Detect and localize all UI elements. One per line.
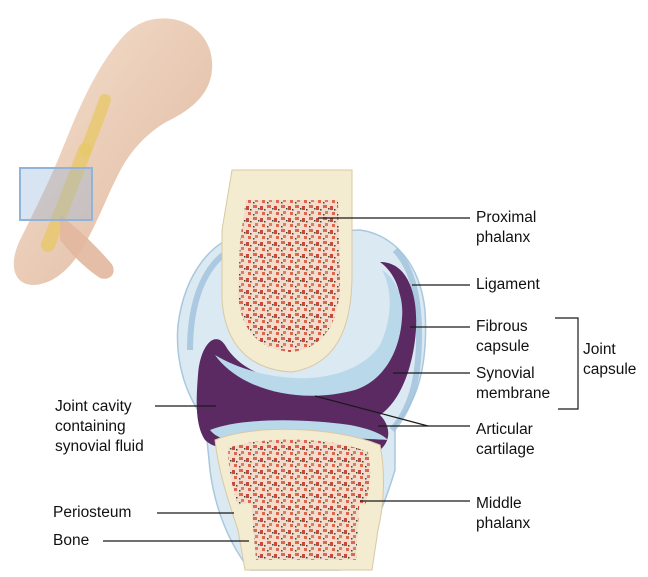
- label-fibrous-capsule: Fibrous capsule: [476, 317, 529, 357]
- joint-capsule-bracket: [555, 318, 578, 409]
- highlight-box: [20, 168, 92, 220]
- label-periosteum: Periosteum: [53, 503, 131, 523]
- joint-cross-section: [177, 170, 425, 570]
- hand-inset: [14, 18, 212, 285]
- label-joint-capsule: Joint capsule: [583, 340, 636, 380]
- label-articular-cartilage: Articular cartilage: [476, 420, 535, 460]
- label-proximal-phalanx: Proximal phalanx: [476, 208, 536, 248]
- label-ligament: Ligament: [476, 275, 540, 295]
- label-bone: Bone: [53, 531, 89, 551]
- label-synovial-membrane: Synovial membrane: [476, 364, 550, 404]
- label-joint-cavity: Joint cavity containing synovial fluid: [55, 397, 144, 457]
- label-middle-phalanx: Middle phalanx: [476, 494, 530, 534]
